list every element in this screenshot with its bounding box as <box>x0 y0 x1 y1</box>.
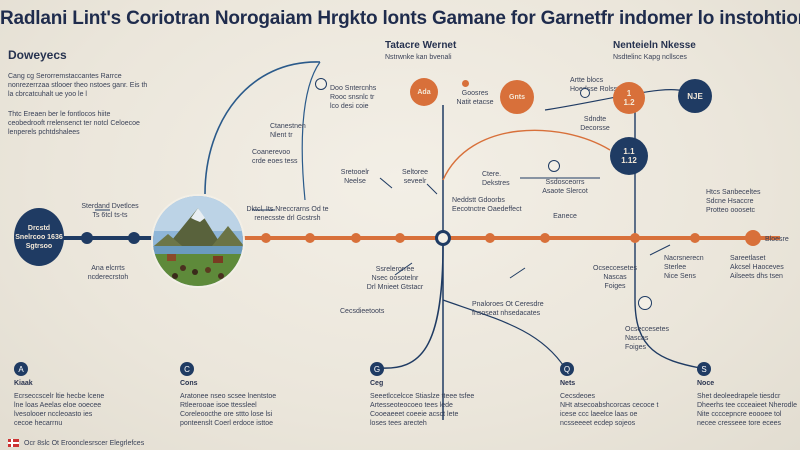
photo-caption: Dktcl, Its Nreccrarns Od te renecsste dr… <box>246 206 329 222</box>
bottom-col-2-text: Aratonee nseo scsee lnentstoe Rtleerooae… <box>180 393 277 427</box>
node-c-label: Ctere. Dekstres <box>482 171 510 187</box>
below-right-label-1: Ocseccesetes Nascas Foiges <box>593 265 637 290</box>
bottom-col-4-heading: Nets <box>560 380 576 387</box>
right-lower-label: Ocseccesetes Nascas Foiges <box>625 326 669 351</box>
below-right-label-2: Sareetlaset Akcsel Haoceves Ailseets dhs… <box>730 255 784 280</box>
right-small-ring[interactable] <box>580 88 590 98</box>
bottom-col-1-text: Ecrseccscelr ltie hecbe lcene lne loas A… <box>14 393 105 427</box>
bottom-col-5-icon: S <box>697 362 711 376</box>
bottom-col-3-text: Seeetlccelcce Stiaslze tteee tsfee Artes… <box>370 393 475 427</box>
timeline-dot <box>351 233 361 243</box>
below-left-label: Ssrelerorree Nsec oosotelnr Drl Mnieet G… <box>366 266 424 291</box>
page-title: Radlani Lint's Coriotran Norogaiam Hrgkt… <box>0 8 800 29</box>
bottom-col-2-icon: C <box>180 362 194 376</box>
arc-label-3: Coanerevoo crde eoes tess <box>252 149 298 165</box>
right-lower-ring[interactable] <box>638 296 652 310</box>
right-label-1: Sdndte Decorsse <box>580 116 610 132</box>
arc-label-1: Doo Sntercnhs Rooc snsnlc tr lco desi co… <box>330 85 377 110</box>
timeline-end-label: Bloesre <box>765 236 789 243</box>
bottom-col-5-text: Shet deoleedrapele tiesdcr Dheerhs tee c… <box>697 393 798 427</box>
node-a-label: Goosres Natit etacse <box>456 90 494 106</box>
bottom-col-4-text: Cecsdeoes NHt atsecoabshcorcas cecoce t … <box>560 393 659 427</box>
node-c[interactable] <box>548 160 560 172</box>
timeline-dot <box>305 233 315 243</box>
bottom-col-4-icon: Q <box>560 362 574 376</box>
top-right-subheading: Nsdtelinc Kapg ncllsces <box>613 54 687 61</box>
left-small-label-2: Ana elcrrts ncderecrstoh <box>87 265 129 281</box>
right-navy-node-big[interactable]: 1.1 1.12 <box>610 137 648 175</box>
bottom-col-1-icon: A <box>14 362 28 376</box>
right-orange-node[interactable]: 1 1.2 <box>613 82 645 114</box>
bottom-col-1-heading: Kiaak <box>14 380 33 387</box>
norway-flag-icon <box>8 439 19 447</box>
mid-label-2: Seltoree seveelr <box>401 169 429 185</box>
mid-label-1: Sretooelr Neelse <box>340 169 370 185</box>
mountain-village-photo <box>151 194 245 288</box>
bottom-col-5-heading: Noce <box>697 380 715 387</box>
footer-text: Ocr 8slc Ot Eroonclesrscer Elegrlefces <box>24 440 145 447</box>
left-paragraph-2: Thtc Ereaen ber le fontlocos hiite ceobe… <box>8 111 140 136</box>
bottom-col-3-icon: G <box>370 362 384 376</box>
timeline-end-dot[interactable] <box>745 230 761 246</box>
node-b[interactable]: Gnts <box>500 80 534 114</box>
node-dot <box>462 80 469 87</box>
timeline-dot <box>81 232 93 244</box>
left-small-label-1: Sterdand Dvetlces Ts 6tcl ts-ts <box>81 203 139 219</box>
timeline-dot <box>485 233 495 243</box>
node-a[interactable]: Ada <box>410 78 438 106</box>
top-right-heading: Nenteieln Nkesse <box>613 40 696 51</box>
node-c-sub: Eanece <box>553 213 577 220</box>
left-paragraph-1: Cang cg Serorremstaccantes Rarrce nonrez… <box>8 73 148 98</box>
arc-label-2: Ctanestnen Nlent tr <box>270 123 306 139</box>
bottom-col-2-heading: Cons <box>180 380 198 387</box>
below-mid-label-1: Neddstt Gdoorbs Eecotnctre Oaedeffect <box>452 197 522 213</box>
right-label-2: Htcs Sanbeceltes Sdcne Hsaccre Protteo o… <box>706 189 761 214</box>
timeline-dot <box>690 233 700 243</box>
timeline-dot <box>630 233 640 243</box>
below-center-label: Cecsdieetoots <box>340 308 385 315</box>
center-hub-node[interactable] <box>435 230 451 246</box>
start-node[interactable]: Drcstd Snelrcoo 1636 Sgtrsoo <box>14 208 64 266</box>
timeline-dot <box>128 232 140 244</box>
top-mid-subheading: Nstrwnke kan bvenali <box>385 54 452 61</box>
right-navy-node-top[interactable]: NJE <box>678 79 712 113</box>
timeline-dot <box>540 233 550 243</box>
below-mid-label-3: Pnaloroes Ot Ceresdre fnsoseat nhsedacat… <box>472 301 544 317</box>
arc-ring-node[interactable] <box>315 78 327 90</box>
left-heading: Doweyecs <box>8 48 67 62</box>
below-mid-label-2: Ssdosceorrs Asaote Slercot <box>542 179 588 195</box>
top-mid-heading: Tatacre Wernet <box>385 40 457 51</box>
below-right-dot-label: Nacrsnerecn Sterlee Nice Sens <box>664 255 704 280</box>
bottom-col-3-heading: Ceg <box>370 380 384 387</box>
timeline-dot <box>395 233 405 243</box>
timeline-dot <box>261 233 271 243</box>
